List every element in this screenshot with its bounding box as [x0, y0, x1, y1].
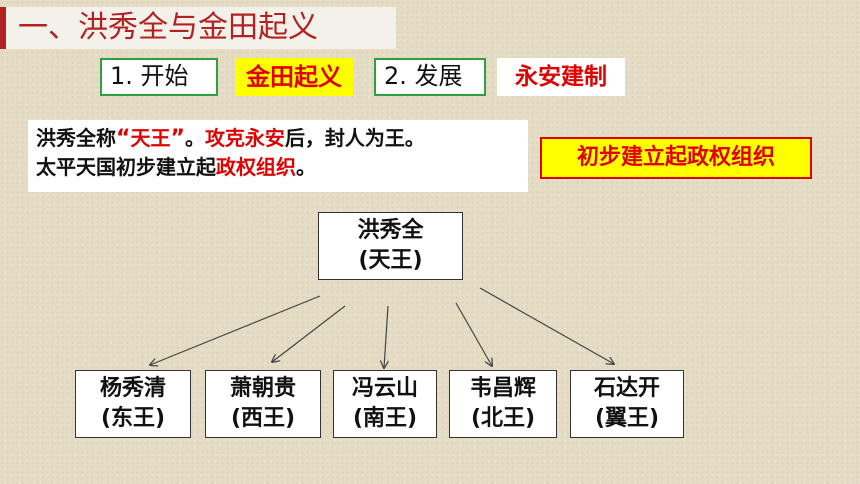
node-name: 洪秀全 — [357, 218, 424, 243]
node-title: (翼王) — [594, 406, 660, 431]
arrow-to-north-king — [455, 302, 492, 366]
text-segment: 太平天国初步建立起 — [36, 155, 216, 179]
arrow-to-east-king — [150, 295, 321, 365]
highlight-yongan: 攻克永安 — [204, 126, 285, 150]
step-1-label: 1. 开始 — [100, 58, 218, 96]
node-name: 萧朝贵 — [229, 376, 296, 401]
section-title: 一、洪秀全与金田起义 — [0, 7, 396, 49]
node-title: (南王) — [352, 406, 418, 431]
node-title: (北王) — [470, 406, 536, 431]
king-node-east: 杨秀清 (东王) — [75, 370, 191, 438]
king-node-north: 韦昌辉 (北王) — [449, 370, 557, 438]
root-node-hong-xiuquan: 洪秀全 (天王) — [318, 212, 463, 280]
text-segment: 。 — [296, 155, 316, 179]
node-title: (天王) — [358, 248, 423, 273]
node-title: (西王) — [230, 406, 296, 431]
quote-mark: ” — [170, 126, 185, 151]
arrow-to-wing-king — [479, 287, 614, 364]
node-title: (东王) — [100, 406, 166, 431]
paragraph-line-2: 太平天国初步建立起政权组织。 — [36, 153, 520, 182]
text-segment: 后，封人为王。 — [284, 126, 425, 150]
node-name: 杨秀清 — [99, 376, 166, 401]
node-name: 冯云山 — [351, 376, 418, 401]
king-node-wing: 石达开 (翼王) — [570, 370, 684, 438]
node-name: 韦昌辉 — [469, 376, 536, 401]
highlight-tianwang: 天王 — [130, 126, 171, 150]
callout-box: 初步建立起政权组织 — [540, 137, 812, 179]
highlight-regime: 政权组织 — [216, 155, 296, 179]
step-2-label: 2. 发展 — [374, 58, 486, 96]
step-2-event: 永安建制 — [497, 58, 625, 96]
description-paragraph: 洪秀全称“天王”。攻克永安后，封人为王。 太平天国初步建立起政权组织。 — [28, 120, 528, 192]
king-node-south: 冯云山 (南王) — [333, 370, 437, 438]
arrow-to-south-king — [384, 305, 388, 368]
text-segment: 洪秀全称 — [36, 126, 116, 150]
king-node-west: 萧朝贵 (西王) — [205, 370, 321, 438]
arrow-to-west-king — [272, 305, 346, 362]
step-1-event: 金田起义 — [235, 58, 353, 96]
quote-mark: “ — [116, 126, 131, 151]
node-name: 石达开 — [593, 376, 660, 401]
paragraph-line-1: 洪秀全称“天王”。攻克永安后，封人为王。 — [36, 124, 520, 153]
text-segment: 。 — [184, 126, 205, 150]
